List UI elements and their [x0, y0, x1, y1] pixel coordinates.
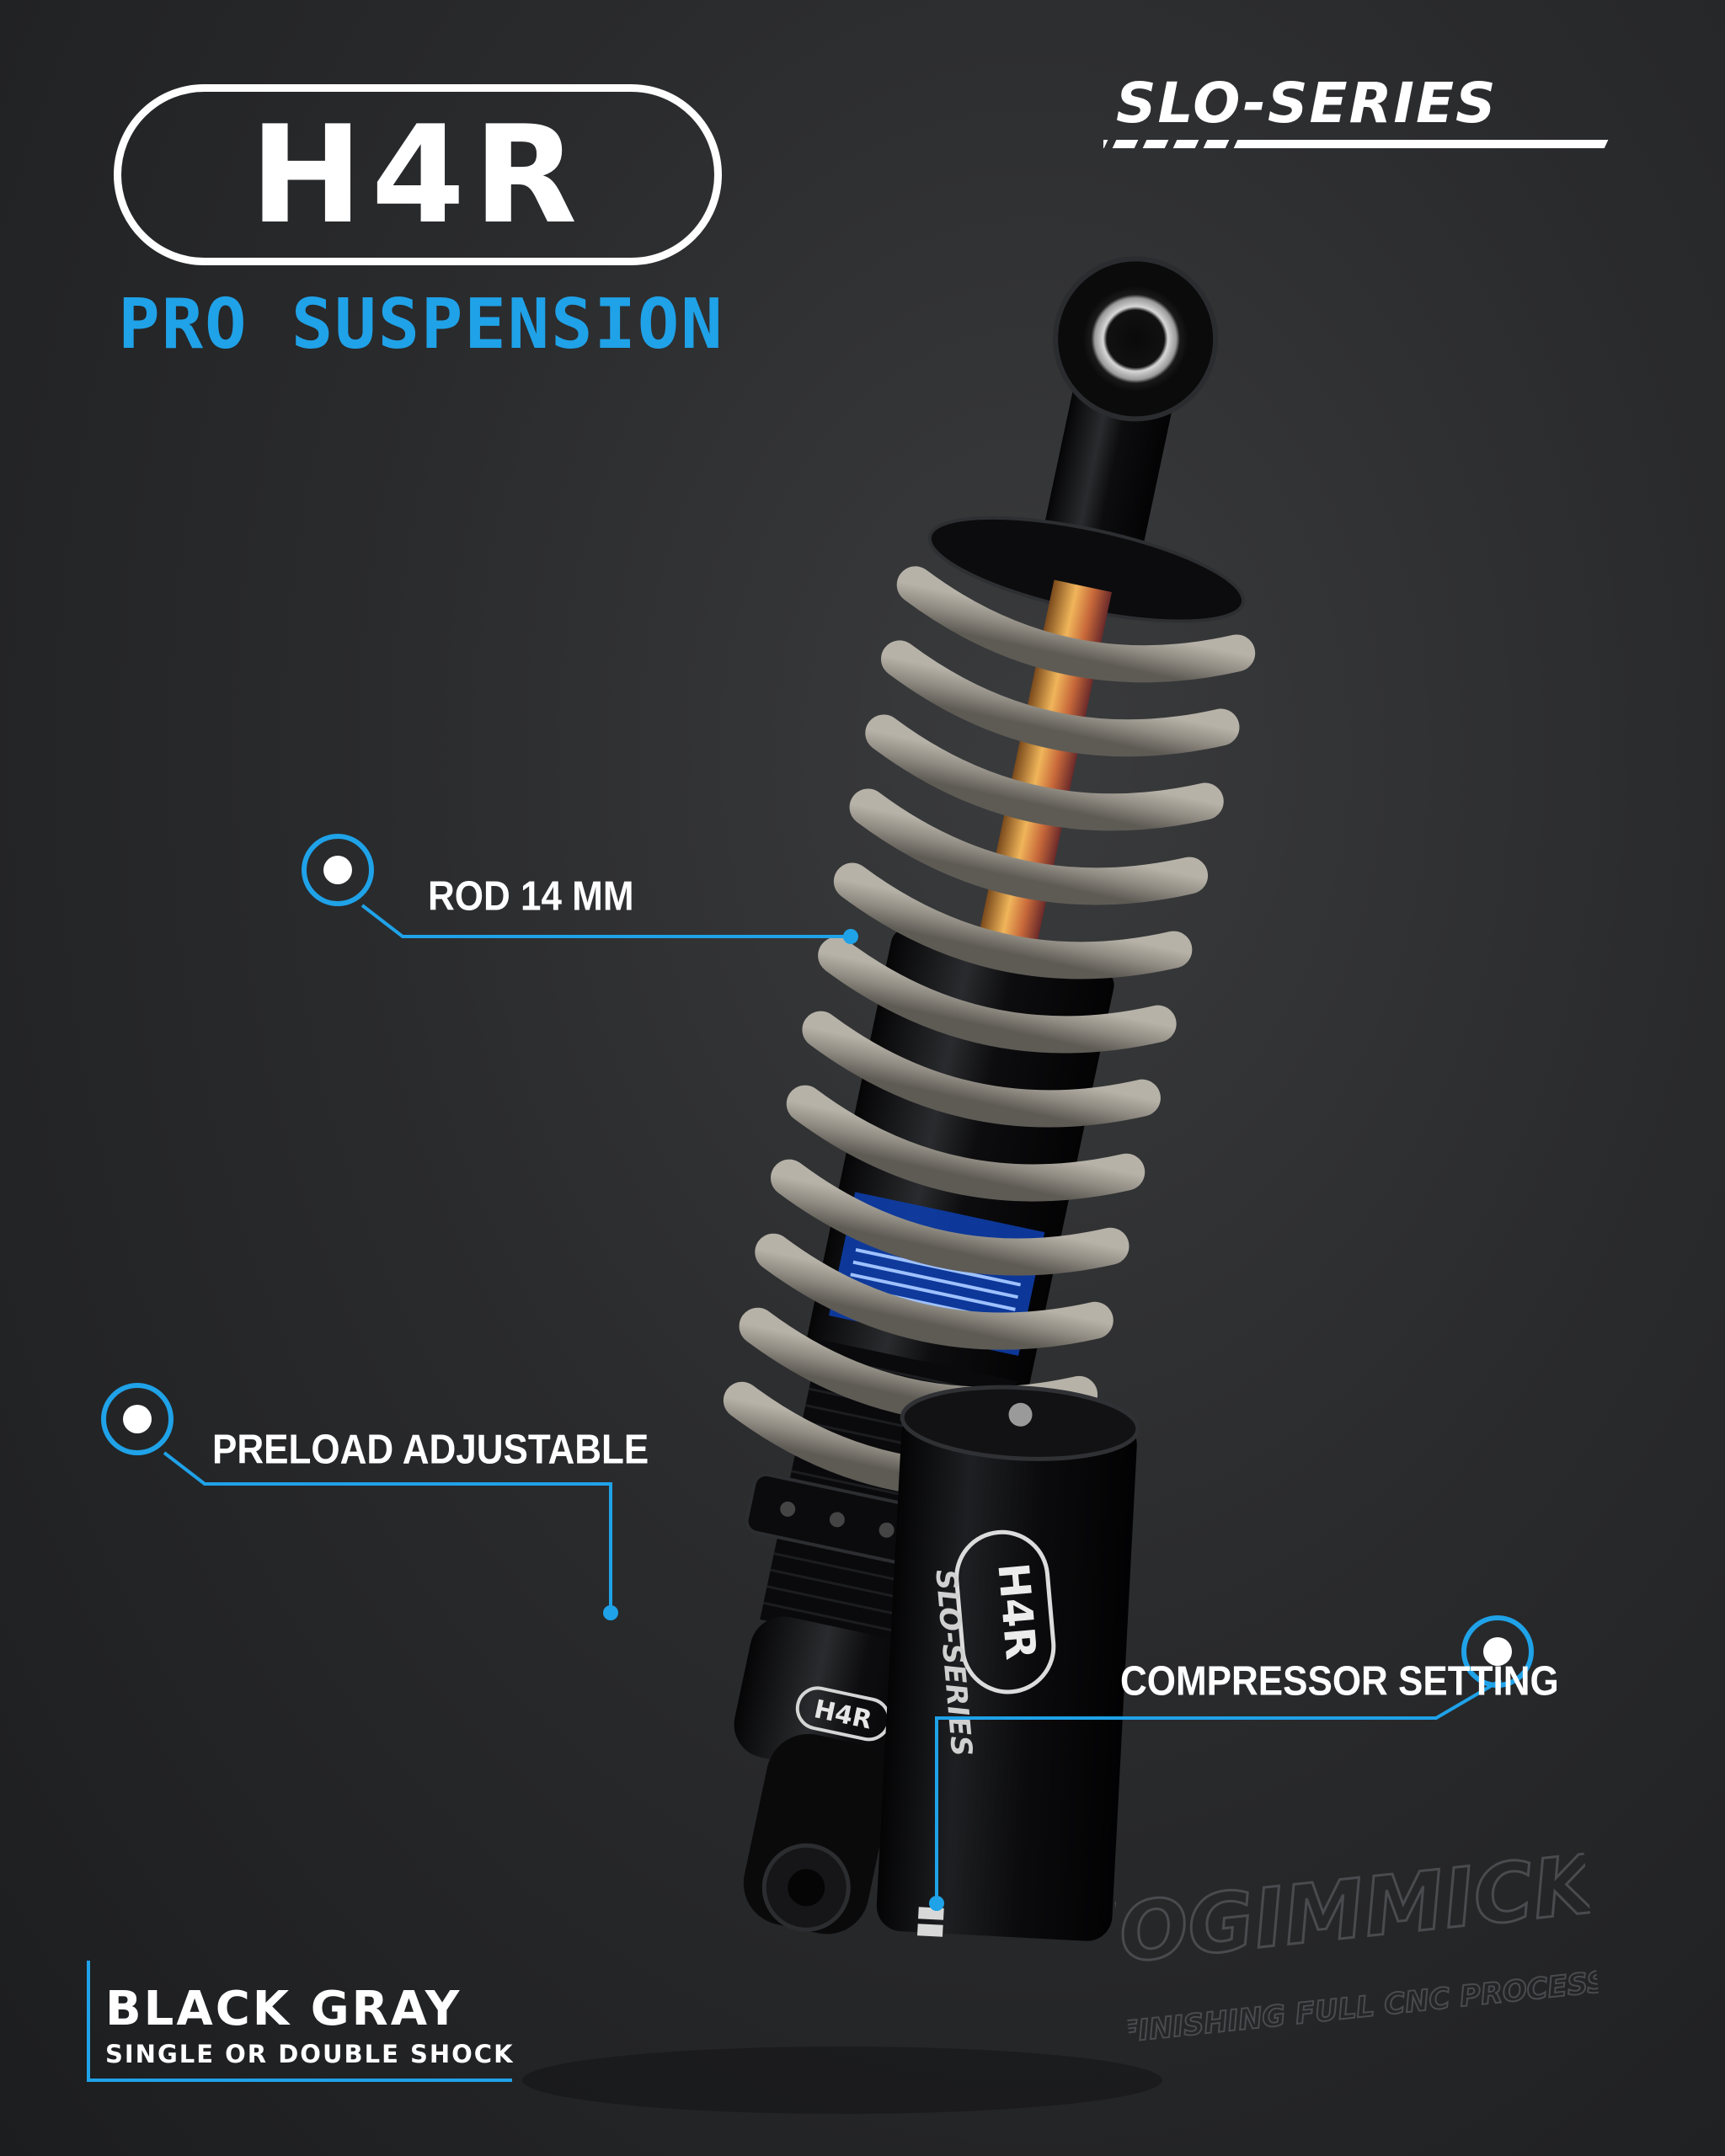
rod-callout-label: ROD 14 MM [428, 873, 634, 920]
variant-accent-bar [87, 1961, 90, 2080]
preload-callout-label: PRELOAD ADJUSTABLE [212, 1426, 649, 1473]
brand-logo-text: H4R [249, 95, 586, 253]
preload-callout-line [163, 1451, 612, 1613]
svg-text:FINISHING FULL CNC PROCESS: FINISHING FULL CNC PROCESS [1117, 1965, 1604, 2050]
series-logo-text: SLO-SERIES [1116, 71, 1498, 136]
brand-tagline: PRO SUSPENSION [118, 285, 724, 365]
rod-callout-line [360, 904, 851, 938]
series-logo [1103, 140, 1609, 148]
variant-option-text: SINGLE OR DOUBLE SHOCK [105, 2040, 515, 2068]
rod-callout-marker [302, 834, 374, 906]
preload-callout-marker [101, 1383, 174, 1455]
svg-text:NOGIMMICKS: NOGIMMICKS [1108, 1831, 1604, 1988]
compressor-callout-marker [1461, 1615, 1534, 1688]
brand-logo: H4R [114, 84, 722, 265]
reservoir-logo: H4R [988, 1561, 1045, 1662]
compressor-callout-label: COMPRESSOR SETTING [1120, 1657, 1559, 1705]
watermark-logo: NOGIMMICKS FINISHING FULL CNC PROCESS [1108, 1830, 1604, 2051]
compressor-callout-line [935, 1678, 1503, 1903]
variant-color-name: BLACK GRAY [105, 1982, 462, 2036]
variant-underline [87, 2079, 512, 2082]
